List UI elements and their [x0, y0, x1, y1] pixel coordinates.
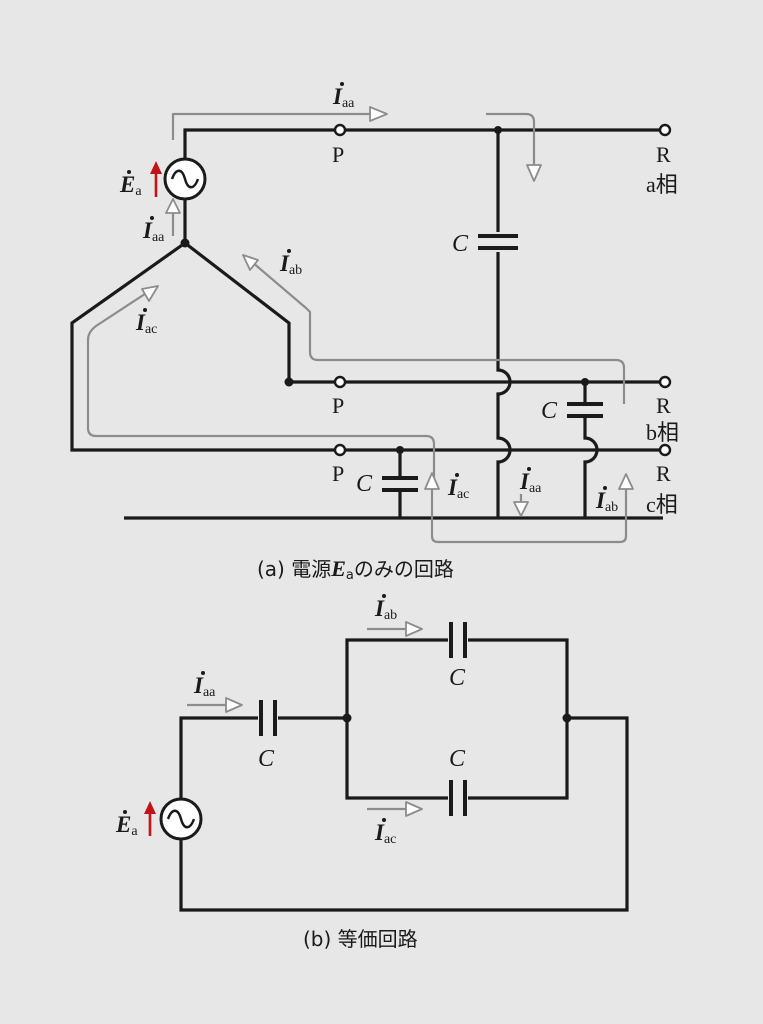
capacitor-a-phase: [478, 234, 518, 250]
labels-a: Ea Iaa Iaa Iab Iac Iac Iaa Iab C C C P P…: [119, 82, 679, 517]
capacitor-label: C: [449, 665, 466, 691]
capacitor-b-phase: [567, 402, 603, 418]
terminal-label-R: R: [656, 461, 671, 486]
current-path-Iaa: [171, 112, 375, 140]
current-label-Iaa-source: Iaa: [142, 218, 165, 245]
dot-accent: [123, 810, 127, 814]
wires-b: [179, 638, 629, 912]
current-label-Iab-bottom: Iab: [595, 488, 618, 515]
emf-arrow-icon: [144, 801, 156, 836]
dot-accent: [287, 249, 291, 253]
terminal-R-b: [658, 375, 672, 389]
junction-dot: [342, 713, 352, 723]
dot-accent: [150, 216, 154, 220]
arrow-head-icon: [405, 621, 423, 637]
current-label-Iac: Iac: [135, 310, 157, 337]
ac-source-icon: [163, 157, 207, 201]
capacitor-label: C: [449, 746, 466, 772]
wires-a: [70, 128, 663, 520]
junction-dot: [180, 238, 190, 248]
dot-accent: [382, 594, 386, 598]
terminal-label-R: R: [656, 142, 671, 167]
terminal-label-P: P: [332, 393, 344, 418]
current-arrows-b: [187, 621, 423, 817]
labels-b: Iaa Iab Iac Ea C C C: [115, 594, 466, 847]
dot-accent: [603, 486, 607, 490]
current-label-Iac-bottom: Iac: [447, 475, 469, 502]
phase-label-b: b相: [646, 420, 679, 445]
current-label-Iac: Iac: [374, 820, 396, 847]
capacitor-series: [259, 700, 277, 736]
caption-a: (a) 電源Eaのみの回路: [257, 556, 454, 583]
b-star-branch: [184, 241, 663, 384]
capacitor-label: C: [356, 471, 373, 497]
a-phase-capacitor-leg: [496, 130, 512, 518]
terminal-P-b: [333, 375, 347, 389]
capacitor-label: C: [452, 231, 469, 257]
arrow-head-icon: [141, 285, 159, 302]
current-label-Iaa-top: Iaa: [332, 84, 355, 111]
c-star-branch: [70, 241, 663, 452]
dot-accent: [527, 467, 531, 471]
junction-dot: [396, 446, 404, 454]
arrow-head-icon: [618, 473, 634, 490]
current-label-Iab: Iab: [279, 251, 302, 278]
source-label: Ea: [115, 812, 138, 839]
current-path-Iac: [86, 291, 436, 486]
arrow-head-icon: [405, 801, 423, 817]
caption-b: (b) 等価回路: [303, 927, 418, 951]
dot-accent: [143, 308, 147, 312]
dot-accent: [127, 170, 131, 174]
emf-arrow-icon: [150, 161, 162, 197]
junction-dot: [494, 126, 502, 134]
capacitor-label: C: [258, 746, 275, 772]
current-path-Iab: [251, 261, 626, 404]
capacitor-ac: [449, 780, 467, 816]
a-phase-line: [183, 128, 663, 158]
current-path-Iaa-down: [486, 112, 536, 166]
current-label-Iaa-bottom: Iaa: [519, 469, 542, 496]
arrow-head-icon: [225, 697, 243, 713]
dot-accent: [382, 818, 386, 822]
dot-accent: [340, 82, 344, 86]
terminal-P-a: [333, 123, 347, 137]
dot-accent: [201, 671, 205, 675]
circuit-b: Iaa Iab Iac Ea C C C (b) 等価回路: [115, 594, 629, 951]
junction-dot: [284, 377, 294, 387]
current-label-Iab: Iab: [374, 596, 397, 623]
arrow-head-icon: [369, 106, 388, 122]
arrow-head-icon: [165, 198, 181, 214]
arrow-head-icon: [424, 472, 440, 490]
terminal-label-R: R: [656, 393, 671, 418]
capacitor-c-phase: [382, 476, 418, 492]
current-path-Iab-return: [430, 478, 628, 544]
capacitor-ab: [449, 622, 467, 658]
dot-accent: [455, 473, 459, 477]
terminal-label-P: P: [332, 142, 344, 167]
junction-dot: [581, 378, 589, 386]
capacitor-label: C: [541, 398, 558, 424]
phase-label-a: a相: [646, 172, 678, 197]
arrow-head-icon: [526, 164, 542, 182]
arrow-head-icon: [242, 254, 259, 271]
terminal-P-c: [333, 443, 347, 457]
junction-dot: [562, 713, 572, 723]
ac-source-icon: [159, 797, 203, 841]
terminal-R-a: [658, 123, 672, 137]
source-label: Ea: [119, 172, 142, 199]
arrow-head-icon: [513, 501, 529, 517]
phase-label-c: c相: [646, 492, 678, 517]
terminal-R-c: [658, 443, 672, 457]
current-paths: [86, 106, 634, 544]
current-label-Iaa: Iaa: [193, 673, 216, 700]
circuit-a: Ea Iaa Iaa Iab Iac Iac Iaa Iab C C C P P…: [70, 82, 679, 583]
terminal-label-P: P: [332, 461, 344, 486]
